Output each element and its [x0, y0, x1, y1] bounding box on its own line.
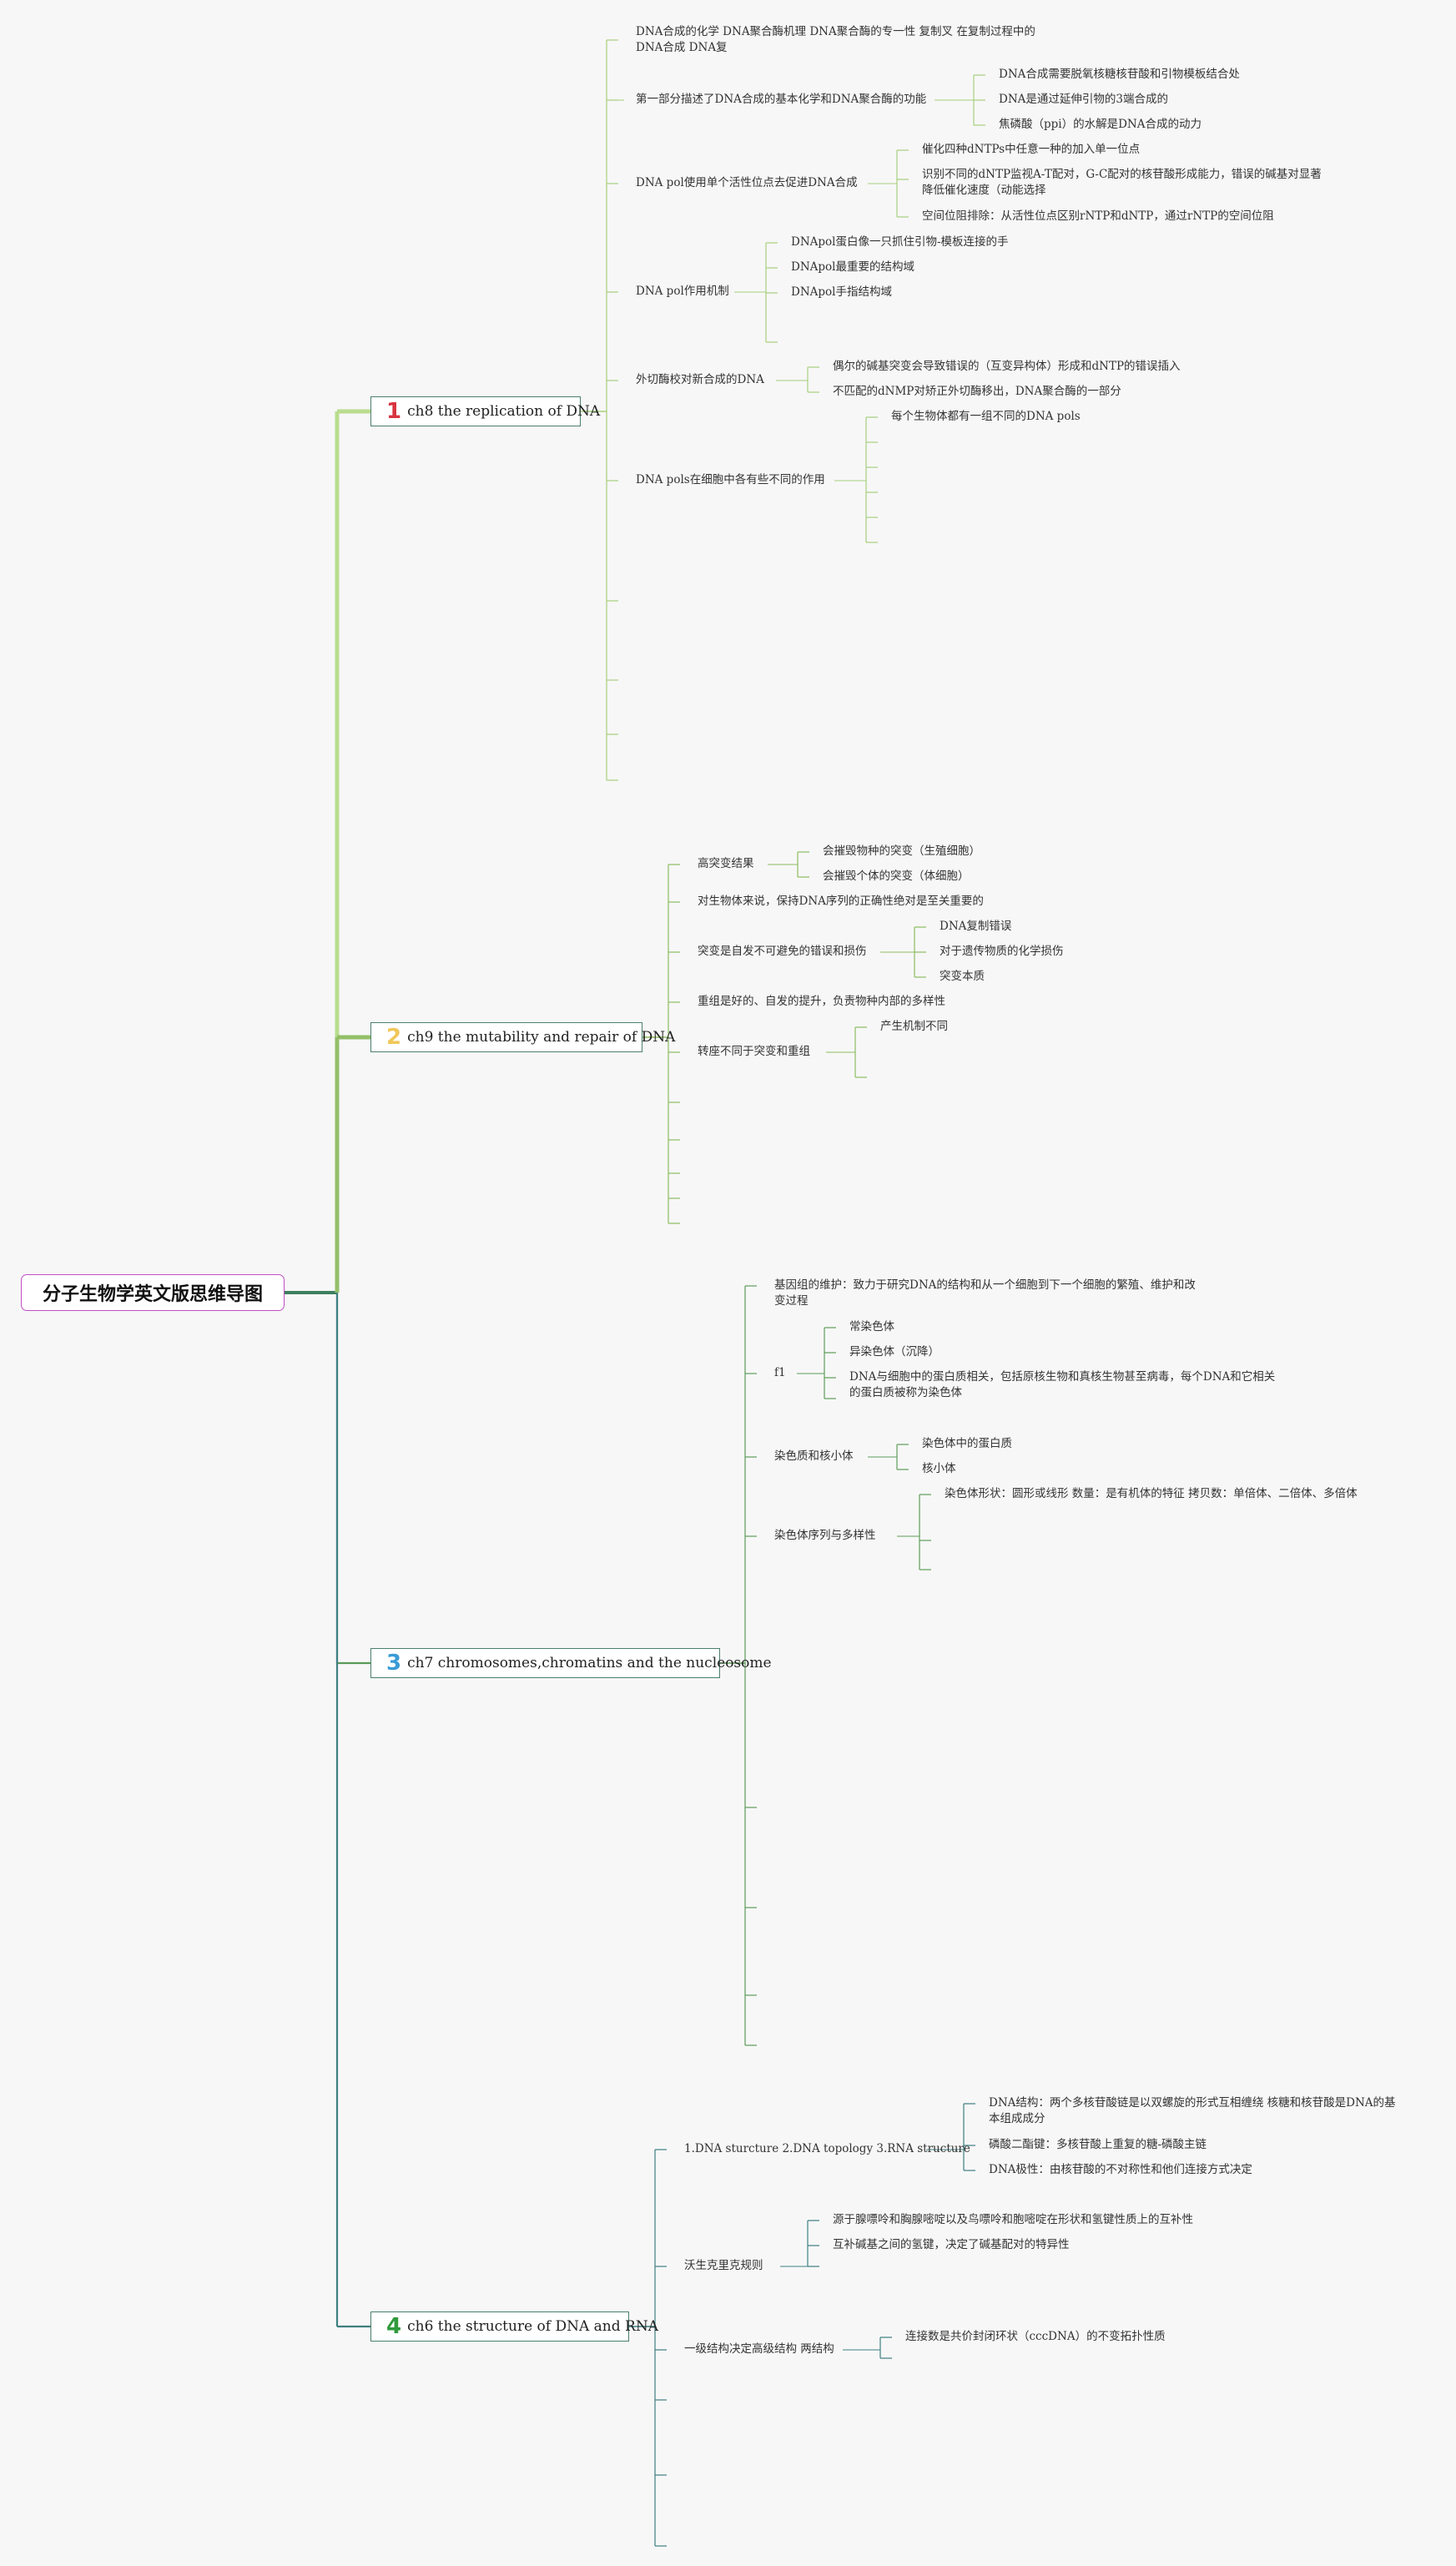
subtopic[interactable]: 空间位阻排除：从活性位点区别rNTP和dNTP，通过rNTP的空间位阻: [922, 209, 1274, 223]
subtopic[interactable]: 识别不同的dNTP监视A-T配对，G-C配对的核苷酸形成能力，错误的碱基对显著降…: [922, 168, 1322, 197]
subtopic[interactable]: 互补碱基之间的氢键，决定了碱基配对的特异性: [833, 2238, 1070, 2251]
branch-number: 3: [386, 1651, 402, 1676]
topic[interactable]: 沃生克里克规则: [684, 2259, 763, 2272]
branch-number: 2: [386, 1025, 402, 1050]
root-title: 分子生物学英文版思维导图: [42, 1284, 263, 1305]
subtopic[interactable]: 每个生物体都有一组不同的DNA pols: [891, 410, 1081, 423]
topic[interactable]: 染色体序列与多样性: [774, 1529, 876, 1542]
subtopic[interactable]: DNA是通过延伸引物的3端合成的: [999, 93, 1168, 106]
topic[interactable]: 第一部分描述了DNA合成的基本化学和DNA聚合酶的功能: [636, 93, 927, 106]
subtopic[interactable]: DNA与细胞中的蛋白质相关，包括原核生物和真核生物甚至病毒，每个DNA和它相关的…: [849, 1370, 1276, 1399]
subtopic[interactable]: DNA合成需要脱氧核糖核苷酸和引物模板结合处: [999, 68, 1240, 81]
branch-title: ch7 chromosomes,chromatins and the nucle…: [407, 1655, 772, 1671]
branch-number: 4: [386, 2314, 402, 2339]
topic[interactable]: 对生物体来说，保持DNA序列的正确性绝对是至关重要的: [698, 895, 984, 908]
topic[interactable]: 1.DNA sturcture 2.DNA topology 3.RNA str…: [684, 2142, 970, 2155]
topic[interactable]: 基因组的维护：致力于研究DNA的结构和从一个细胞到下一个细胞的繁殖、维护和改变过…: [774, 1278, 1196, 1308]
subtopic[interactable]: 染色体中的蛋白质: [922, 1437, 1012, 1450]
subtopic[interactable]: 不匹配的dNMP对矫正外切酶移出，DNA聚合酶的一部分: [833, 385, 1121, 398]
subtopic[interactable]: 焦磷酸（ppi）的水解是DNA合成的动力: [999, 118, 1202, 131]
topic[interactable]: 重组是好的、自发的提升，负责物种内部的多样性: [698, 995, 945, 1008]
topic[interactable]: DNA pols在细胞中各有些不同的作用: [636, 473, 825, 486]
branch-title: ch9 the mutability and repair of DNA: [407, 1029, 676, 1046]
subtopic[interactable]: DNA极性：由核苷酸的不对称性和他们连接方式决定: [989, 2163, 1252, 2176]
subtopic[interactable]: 异染色体（沉降）: [849, 1345, 940, 1359]
topic[interactable]: f1: [774, 1366, 786, 1379]
topic[interactable]: 染色质和核小体: [774, 1449, 854, 1463]
branch-ch6[interactable]: 4 ch6 the structure of DNA and RNA: [370, 2311, 658, 2342]
subtopic[interactable]: 源于腺嘌呤和胸腺嘧啶以及鸟嘌呤和胞嘧啶在形状和氢键性质上的互补性: [833, 2213, 1193, 2226]
topic[interactable]: 突变是自发不可避免的错误和损伤: [698, 945, 867, 958]
branch-title: ch6 the structure of DNA and RNA: [407, 2318, 658, 2335]
subtopic[interactable]: 核小体: [922, 1462, 956, 1475]
topic[interactable]: 外切酶校对新合成的DNA: [636, 373, 764, 386]
root-node[interactable]: 分子生物学英文版思维导图: [21, 1274, 285, 1311]
topic[interactable]: DNA pol使用单个活性位点去促进DNA合成: [636, 176, 858, 189]
branch-ch9[interactable]: 2 ch9 the mutability and repair of DNA: [370, 1022, 675, 1052]
branch-ch8[interactable]: 1 ch8 the replication of DNA: [370, 396, 600, 426]
subtopic[interactable]: 会摧毁个体的突变（体细胞）: [823, 870, 970, 883]
topic[interactable]: DNA pol作用机制: [636, 285, 729, 298]
topic[interactable]: 一级结构决定高级结构 两结构: [684, 2342, 834, 2356]
subtopic[interactable]: 染色体形状：圆形或线形 数量：是有机体的特征 拷贝数：单倍体、二倍体、多倍体: [945, 1487, 1358, 1500]
topic[interactable]: 高突变结果: [698, 857, 754, 870]
branch-ch7[interactable]: 3 ch7 chromosomes,chromatins and the nuc…: [370, 1648, 772, 1678]
subtopic[interactable]: DNApol最重要的结构域: [791, 260, 914, 274]
subtopic[interactable]: DNApol蛋白像一只抓住引物-模板连接的手: [791, 235, 1009, 249]
branch-title: ch8 the replication of DNA: [407, 403, 601, 420]
subtopic[interactable]: 连接数是共价封闭环状（cccDNA）的不变拓扑性质: [905, 2330, 1166, 2343]
subtopic[interactable]: 催化四种dNTPs中任意一种的加入单一位点: [922, 143, 1141, 156]
subtopic[interactable]: 偶尔的碱基突变会导致错误的（互变异构体）形成和dNTP的错误插入: [833, 360, 1181, 373]
subtopic[interactable]: DNA结构：两个多核苷酸链是以双螺旋的形式互相缠绕 核糖和核苷酸是DNA的基本组…: [989, 2096, 1396, 2125]
topic[interactable]: DNA合成的化学 DNA聚合酶机理 DNA聚合酶的专一性 复制叉 在复制过程中的…: [636, 25, 1035, 54]
subtopic[interactable]: 常染色体: [849, 1320, 894, 1333]
branch-number: 1: [386, 399, 402, 424]
subtopic[interactable]: 会摧毁物种的突变（生殖细胞）: [823, 844, 980, 858]
subtopic[interactable]: DNApol手指结构域: [791, 285, 892, 299]
subtopic[interactable]: 突变本质: [940, 970, 985, 983]
subtopic[interactable]: DNA复制错误: [940, 920, 1012, 933]
subtopic[interactable]: 对于遗传物质的化学损伤: [940, 945, 1064, 958]
subtopic[interactable]: 磷酸二酯键：多核苷酸上重复的糖-磷酸主链: [989, 2138, 1207, 2151]
subtopic[interactable]: 产生机制不同: [880, 1020, 948, 1033]
topic[interactable]: 转座不同于突变和重组: [698, 1045, 810, 1058]
